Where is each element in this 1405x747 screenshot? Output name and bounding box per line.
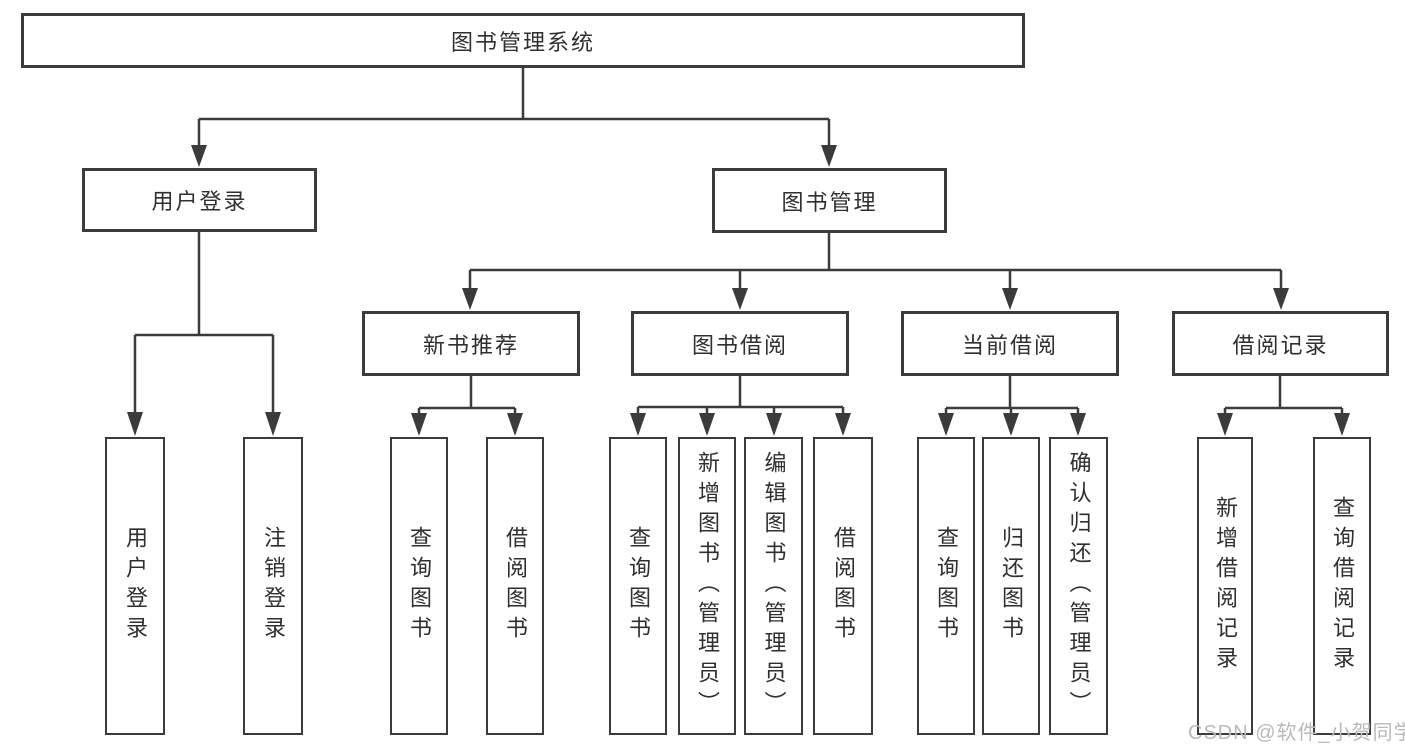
node-book-management: 图书管理	[712, 168, 947, 233]
edge-book-borrow-children	[630, 376, 851, 436]
node-label: 查询图书	[407, 526, 432, 646]
leaf-newbook-query-books: 查询图书	[390, 437, 448, 735]
node-label: 图书管理系统	[450, 29, 595, 55]
watermark-text: CSDN @软件_小贺同学	[1188, 722, 1405, 744]
edge-root-children	[191, 68, 837, 167]
node-label: 借阅图书	[831, 526, 856, 646]
leaf-borrow-edit-books: 编辑图书（管理员）	[744, 437, 803, 735]
node-label: 查询图书	[626, 526, 651, 646]
node-label: 用户登录	[151, 189, 248, 214]
node-label: 编辑图书（管理员）	[761, 451, 787, 721]
node-root: 图书管理系统	[21, 13, 1025, 68]
node-label: 用户登录	[123, 526, 148, 646]
node-label: 借阅记录	[1232, 332, 1329, 358]
leaf-newbook-borrow-books: 借阅图书	[486, 437, 544, 735]
edge-current-borrow-children	[938, 376, 1086, 436]
leaf-current-return-books: 归还图书	[982, 437, 1040, 735]
node-new-book-recommend: 新书推荐	[362, 311, 580, 376]
node-label: 当前借阅	[961, 332, 1058, 358]
leaf-user-login: 用户登录	[105, 437, 165, 735]
leaf-logout: 注销登录	[243, 437, 303, 735]
leaf-borrow-add-books: 新增图书（管理员）	[678, 437, 736, 735]
node-label: 新增借阅记录	[1213, 496, 1238, 676]
node-label: 图书管理	[781, 189, 878, 215]
node-label: 新增图书（管理员）	[695, 451, 720, 721]
node-label: 归还图书	[999, 526, 1024, 646]
node-label: 注销登录	[261, 526, 286, 646]
node-label: 查询图书	[934, 526, 959, 646]
node-current-borrow: 当前借阅	[901, 311, 1119, 376]
node-label: 图书借阅	[691, 332, 788, 358]
node-user-login: 用户登录	[82, 168, 317, 232]
edge-borrow-records-children	[1217, 376, 1350, 436]
edge-book-management-children	[462, 233, 1289, 310]
node-book-borrow: 图书借阅	[631, 311, 849, 376]
node-borrow-records: 借阅记录	[1172, 311, 1389, 376]
leaf-borrow-query-books: 查询图书	[609, 437, 667, 735]
node-label: 确认归还（管理员）	[1066, 451, 1092, 721]
leaf-borrow-borrow-books: 借阅图书	[813, 437, 873, 735]
leaf-current-query-books: 查询图书	[917, 437, 975, 735]
node-label: 借阅图书	[503, 526, 528, 646]
leaf-records-query-record: 查询借阅记录	[1313, 437, 1371, 735]
edge-user-login-children	[127, 232, 281, 436]
node-label: 新书推荐	[422, 332, 519, 358]
node-label: 查询借阅记录	[1330, 496, 1355, 676]
leaf-records-add-record: 新增借阅记录	[1197, 437, 1253, 735]
edge-new-book-children	[411, 376, 523, 436]
leaf-current-confirm-return: 确认归还（管理员）	[1049, 437, 1108, 735]
